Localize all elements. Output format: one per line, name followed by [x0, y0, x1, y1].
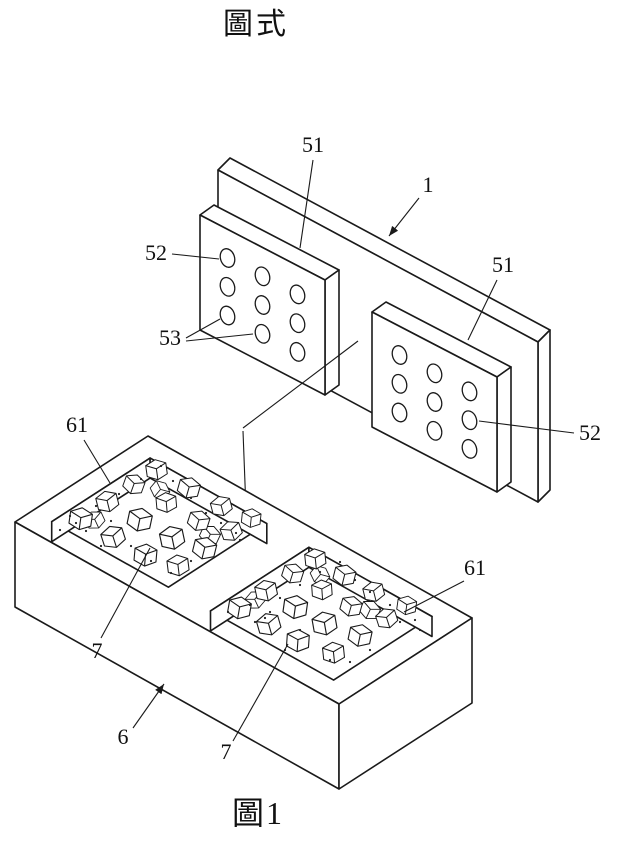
- leader-holes-right: [478, 420, 575, 434]
- leader-holes-left: [171, 253, 220, 260]
- leader-holes-pair-a: [185, 318, 221, 339]
- plate-hole: [254, 266, 271, 287]
- callout-backplate: 1: [423, 172, 434, 197]
- callout-granules-left: 7: [92, 638, 103, 663]
- plate-hole: [461, 381, 478, 402]
- tray-front-right-face: [338, 617, 473, 790]
- perforated-plate-right: [371, 301, 512, 493]
- leader-plate-right: [467, 279, 498, 341]
- plate-hole: [426, 363, 443, 384]
- plate-right-holes: [391, 345, 478, 459]
- leader-granules-left: [100, 547, 151, 639]
- panel-right-edge: [537, 329, 551, 503]
- plate-hole: [289, 341, 306, 362]
- callout-holes-right: 52: [579, 420, 601, 445]
- callout-recess-left: 61: [66, 412, 88, 437]
- stipple-right: [226, 560, 422, 664]
- plate-hole: [391, 345, 408, 365]
- page-title: 圖式: [223, 8, 289, 41]
- plate-hole: [461, 410, 478, 431]
- plate-hole: [289, 313, 306, 334]
- leader-holes-pair-b: [185, 333, 254, 342]
- plate-hole: [391, 402, 408, 423]
- stipple-left: [58, 464, 242, 575]
- alignment-line-diagonal: [242, 340, 359, 429]
- plate-right-right-edge: [496, 366, 512, 493]
- callout-holes-left: 52: [145, 240, 167, 265]
- callout-plate-left: 51: [302, 132, 324, 157]
- plate-hole: [219, 305, 236, 326]
- leader-tray: [132, 683, 165, 729]
- plate-left-holes: [219, 248, 306, 362]
- plate-hole: [289, 284, 306, 305]
- callout-recess-right: 61: [464, 555, 486, 580]
- plate-hole: [254, 323, 271, 344]
- leader-backplate: [388, 197, 420, 237]
- callouts: 51 1 52 51 53 52 61 61 7 6 7: [66, 132, 601, 764]
- plate-hole: [426, 392, 443, 412]
- figure-caption: 圖1: [232, 795, 284, 831]
- leader-recess-right: [403, 580, 465, 613]
- plate-hole: [254, 295, 271, 315]
- callout-tray: 6: [118, 724, 129, 749]
- plate-hole: [391, 373, 408, 394]
- callout-granules-right: 7: [221, 739, 232, 764]
- callout-holes-pair-left: 53: [159, 325, 181, 350]
- perforated-plate-left: [199, 204, 340, 396]
- callout-plate-right: 51: [492, 252, 514, 277]
- leader-granules-right: [232, 643, 289, 742]
- plate-hole: [461, 438, 478, 459]
- leader-recess-left: [83, 439, 111, 484]
- leader-plate-left: [299, 159, 314, 249]
- plate-hole: [219, 276, 236, 297]
- plate-hole: [426, 420, 443, 441]
- granule-pile-right: [226, 547, 422, 665]
- plate-left-right-edge: [324, 269, 340, 396]
- plate-hole: [219, 248, 236, 268]
- granule-pile-left: [58, 457, 262, 578]
